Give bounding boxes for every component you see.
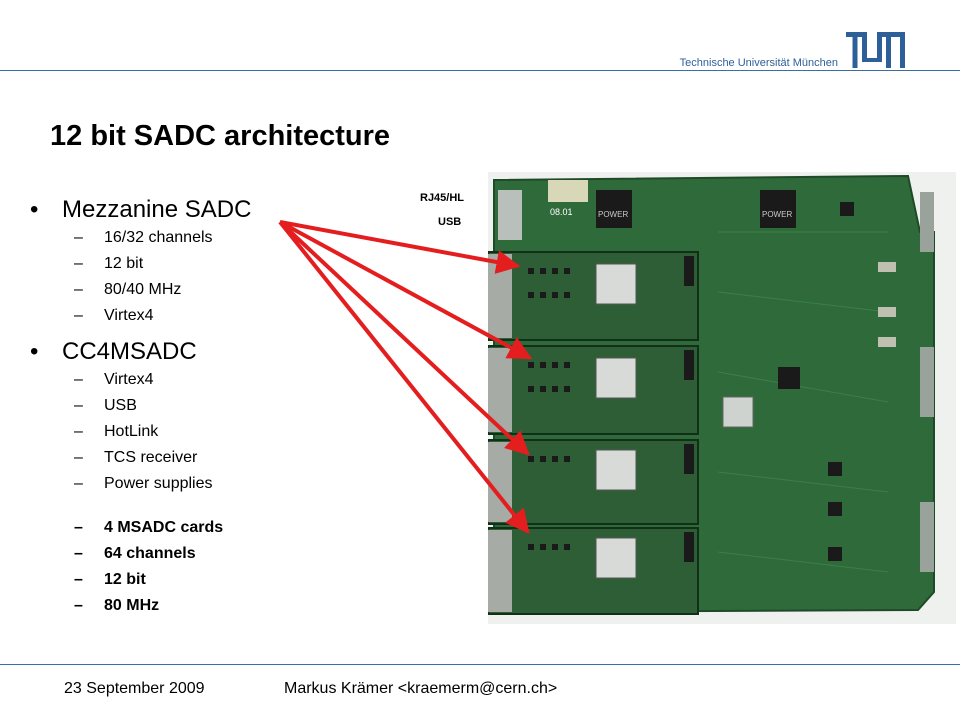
bullet-mezzanine-sadc: • Mezzanine SADC — [30, 195, 350, 225]
dash-icon: – — [74, 397, 83, 414]
sub-item: – 12 bit — [30, 251, 350, 277]
sub-item: – Power supplies — [30, 471, 350, 497]
sub-item: – Virtex4 — [30, 367, 350, 393]
dash-icon: – — [74, 255, 83, 272]
sub-item-text: Virtex4 — [104, 371, 154, 388]
dash-icon: – — [74, 519, 83, 536]
rj45-label: RJ45/HL — [420, 192, 465, 204]
power-chip-label: POWER — [598, 210, 628, 219]
sub-item-text: TCS receiver — [104, 449, 198, 466]
sub-item: – HotLink — [30, 419, 350, 445]
sub-item-text: 12 bit — [104, 571, 146, 588]
dash-icon: – — [74, 597, 83, 614]
sub-item-text: 16/32 channels — [104, 229, 213, 246]
msadc-card — [488, 251, 699, 341]
dash-icon: – — [74, 449, 83, 466]
dash-icon: – — [74, 281, 83, 298]
bullet-cc4msadc: • CC4MSADC — [30, 337, 350, 367]
sub-item: – 80/40 MHz — [30, 277, 350, 303]
sub-item-text: Virtex4 — [104, 307, 154, 324]
sub-item-bold: – 64 channels — [30, 541, 350, 567]
bullet-label: Mezzanine SADC — [62, 196, 252, 223]
sub-item-text: HotLink — [104, 423, 159, 440]
sub-item-bold: – 4 MSADC cards — [30, 515, 350, 541]
footer-line — [0, 664, 960, 665]
university-name: Technische Universität München — [679, 57, 838, 69]
dash-icon: – — [74, 423, 83, 440]
sub-item-bold: – 80 MHz — [30, 593, 350, 619]
sub-item-text: 80/40 MHz — [104, 281, 182, 298]
footer-date: 23 September 2009 — [64, 680, 205, 697]
sub-item-text: USB — [104, 397, 137, 414]
dash-icon: – — [74, 371, 83, 388]
dash-icon: – — [74, 545, 83, 562]
slide-title: 12 bit SADC architecture — [50, 120, 391, 152]
bullet-label: CC4MSADC — [62, 338, 197, 365]
tum-logo — [846, 32, 905, 68]
header-line — [0, 70, 960, 71]
bullet-list: • Mezzanine SADC – 16/32 channels – 12 bit… — [30, 195, 350, 619]
sub-item-text: 80 MHz — [104, 597, 160, 614]
sub-item-bold: – 12 bit — [30, 567, 350, 593]
msadc-card — [488, 527, 699, 615]
sub-item: – TCS receiver — [30, 445, 350, 471]
dash-icon: – — [74, 475, 83, 492]
msadc-card — [488, 439, 699, 525]
dash-icon: – — [74, 571, 83, 588]
sub-item-text: Power supplies — [104, 475, 213, 492]
footer-author: Markus Krämer <kraemerm@cern.ch> — [284, 680, 558, 697]
msadc-card — [488, 345, 699, 435]
pcb-board-photo: POWER POWER 08.01 — [488, 172, 956, 624]
dash-icon: – — [74, 307, 83, 324]
sub-item: – USB — [30, 393, 350, 419]
dash-icon: – — [74, 229, 83, 246]
bullet-icon: • — [30, 196, 39, 223]
usb-label: USB — [438, 216, 462, 228]
power-chip-label: POWER — [762, 210, 792, 219]
sub-item-text: 64 channels — [104, 545, 196, 562]
sub-item: – 16/32 channels — [30, 225, 350, 251]
sub-item-text: 4 MSADC cards — [104, 519, 224, 536]
sub-item-text: 12 bit — [104, 255, 144, 272]
sub-item: – Virtex4 — [30, 303, 350, 329]
board-label: 08.01 — [550, 207, 573, 217]
bullet-icon: • — [30, 338, 39, 365]
